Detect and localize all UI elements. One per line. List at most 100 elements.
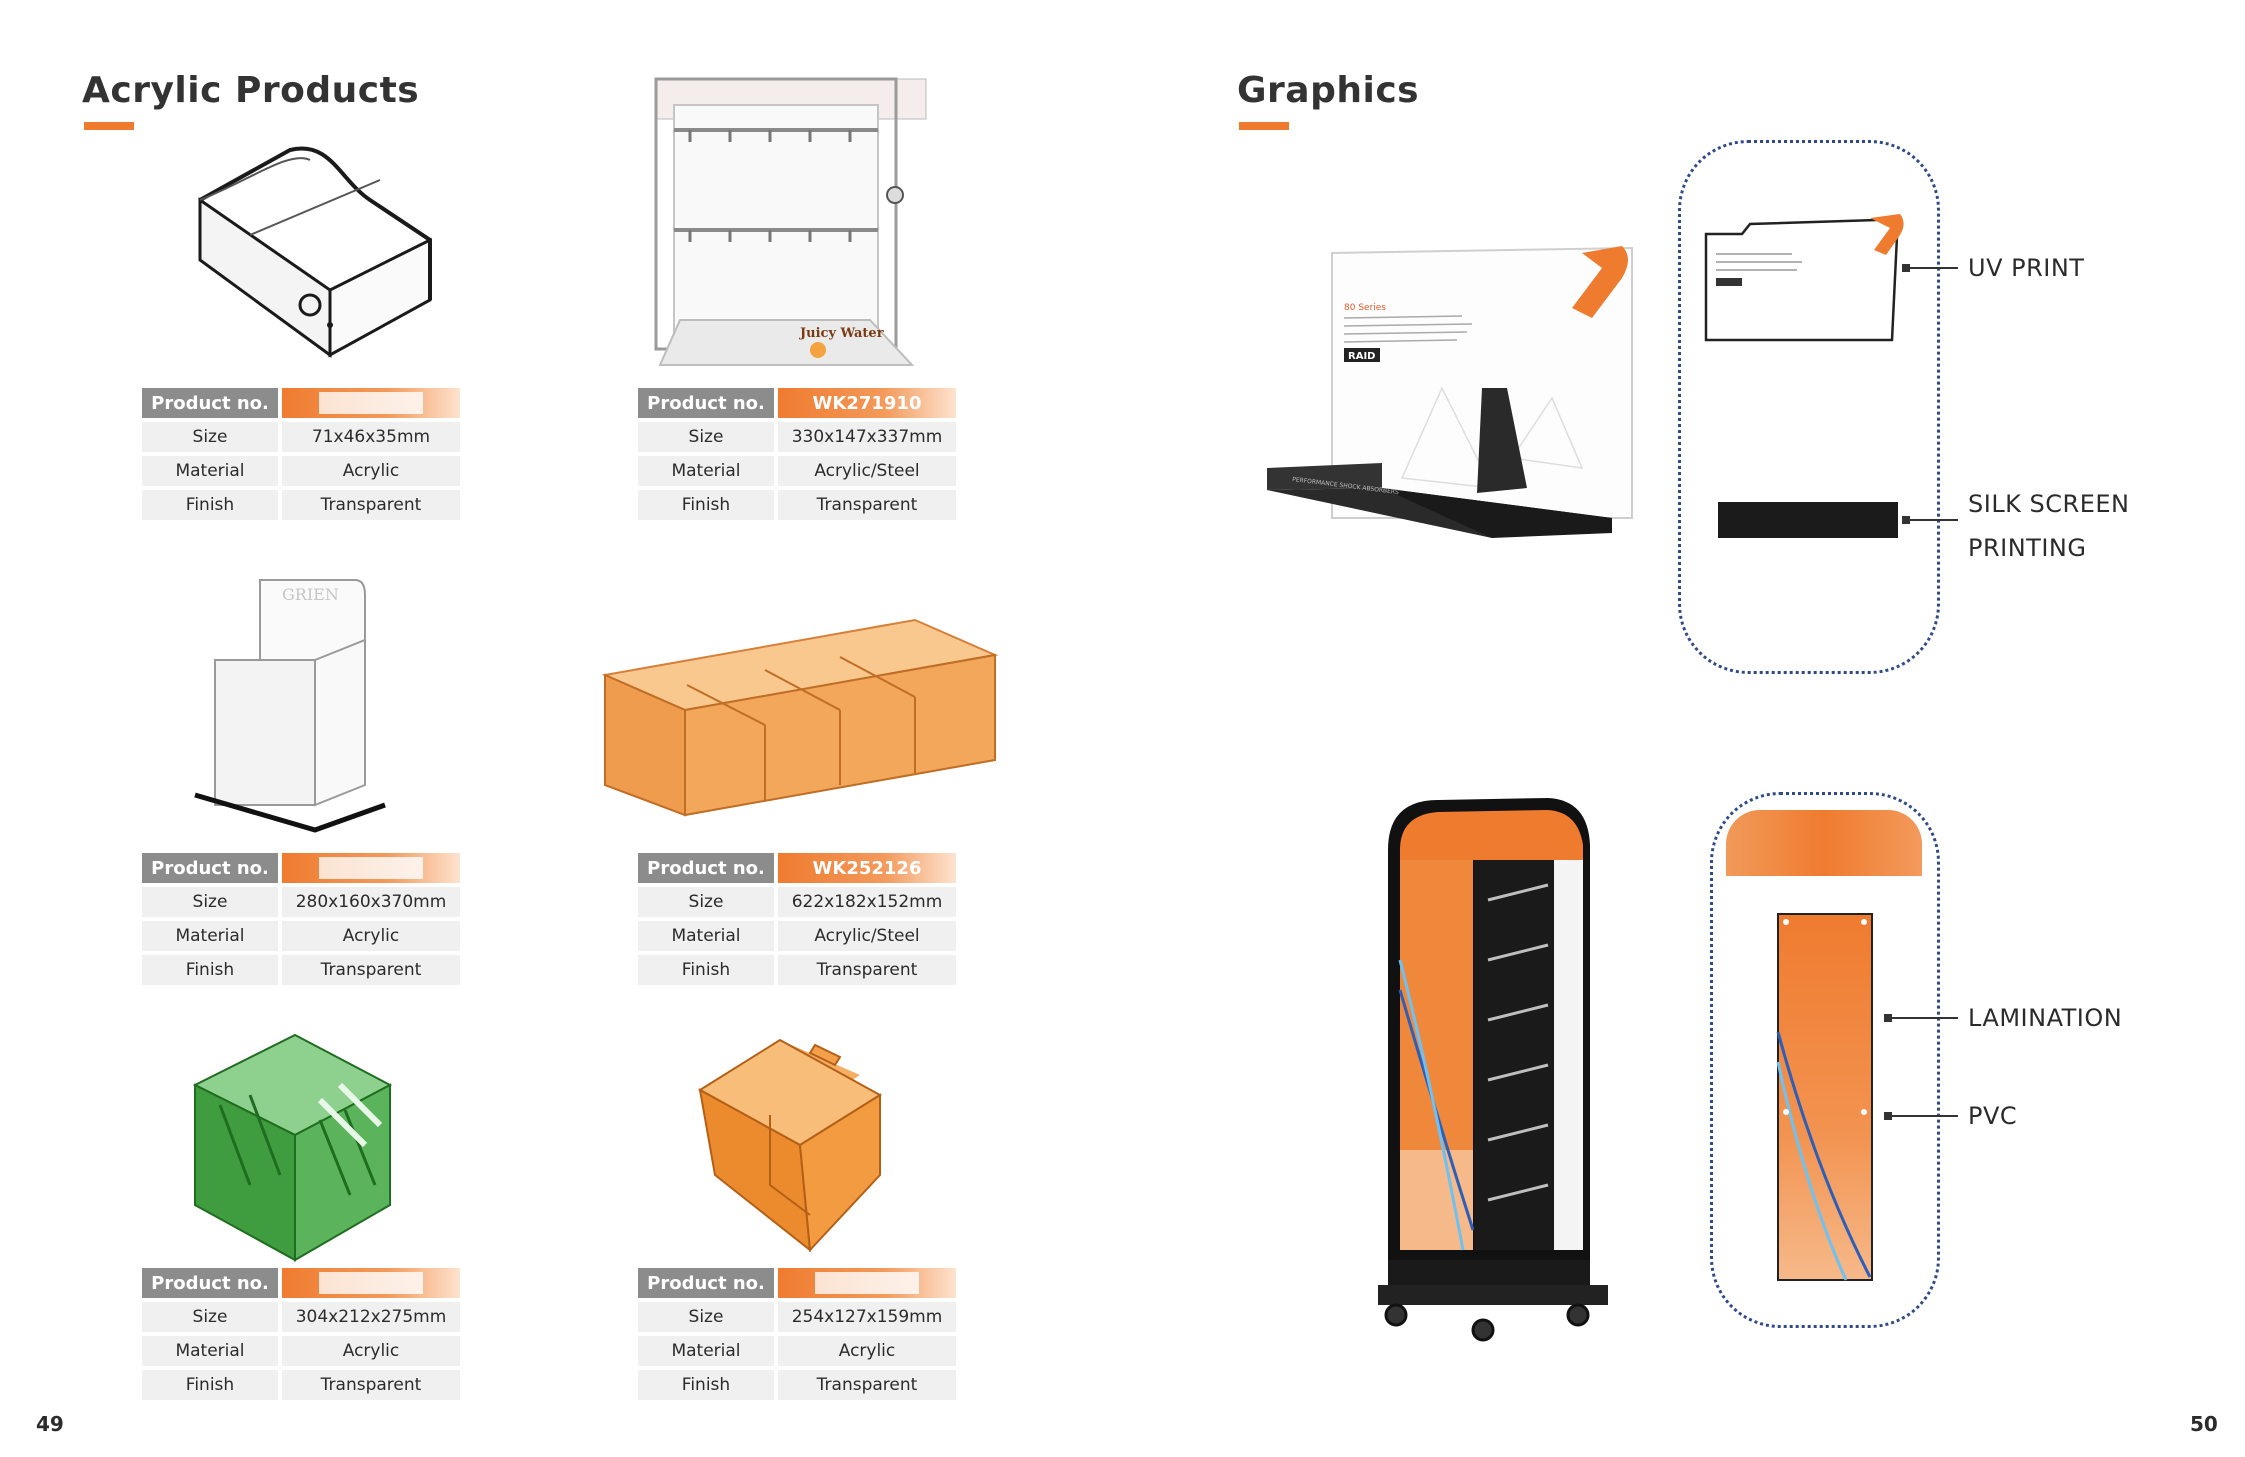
spec-label-finish: Finish — [638, 955, 774, 985]
spec-value-product-no — [778, 1268, 956, 1298]
spec-row-material: Material Acrylic/Steel — [638, 456, 956, 486]
spec-row-finish: Finish Transparent — [638, 1370, 956, 1400]
spec-label-product-no: Product no. — [638, 388, 774, 418]
spec-value-size: 254x127x159mm — [778, 1302, 956, 1332]
spec-label-material: Material — [638, 456, 774, 486]
spec-value-material: Acrylic — [282, 921, 460, 951]
spec-label-size: Size — [638, 887, 774, 917]
acrylic-products-title: Acrylic Products — [82, 70, 420, 111]
holder-brand-text: GRIEN — [282, 585, 339, 604]
spec-value-product-no — [282, 388, 460, 418]
spec-value-finish: Transparent — [282, 490, 460, 520]
green-acrylic-organizer-image — [192, 1033, 393, 1262]
spec-value-material: Acrylic/Steel — [778, 921, 956, 951]
spec-label-finish: Finish — [638, 1370, 774, 1400]
spec-label-product-no: Product no. — [142, 853, 278, 883]
print-methods-dotted-frame — [1678, 140, 1940, 674]
spec-row-size: Size 304x212x275mm — [142, 1302, 460, 1332]
spec-row-product-no: Product no. — [142, 1268, 460, 1298]
spec-value-size: 280x160x370mm — [282, 887, 460, 917]
pvc-callout-line — [1888, 1115, 1958, 1117]
silk-screen-strip-image — [1718, 502, 1898, 538]
spec-label-material: Material — [142, 456, 278, 486]
orange-compartment-tray-image — [601, 618, 999, 817]
spec-value-size: 330x147x337mm — [778, 422, 956, 452]
spec-label-size: Size — [142, 422, 278, 452]
silk-screen-label-line1: SILK SCREEN — [1968, 490, 2130, 518]
laminated-pvc-panel-image — [1776, 913, 1873, 1281]
spec-row-product-no: Product no. — [638, 1268, 956, 1298]
spec-row-size: Size 330x147x337mm — [638, 422, 956, 452]
spec-label-material: Material — [142, 1336, 278, 1366]
spec-value-size: 622x182x152mm — [778, 887, 956, 917]
spec-label-material: Material — [142, 921, 278, 951]
spec-row-size: Size 622x182x152mm — [638, 887, 956, 917]
spec-value-product-no — [282, 1268, 460, 1298]
acrylic-brochure-holder-image: GRIEN — [194, 579, 386, 833]
spec-label-size: Size — [142, 1302, 278, 1332]
graphics-title-underline — [1239, 122, 1289, 130]
uv-print-panel-image — [1704, 214, 1904, 342]
uv-print-label: UV PRINT — [1968, 254, 2085, 282]
spec-label-product-no: Product no. — [142, 1268, 278, 1298]
spec-row-material: Material Acrylic/Steel — [638, 921, 956, 951]
spec-value-finish: Transparent — [778, 1370, 956, 1400]
spec-value-finish: Transparent — [282, 1370, 460, 1400]
spec-row-finish: Finish Transparent — [142, 955, 460, 985]
spec-value-finish: Transparent — [778, 490, 956, 520]
floor-spinner-display-image — [1378, 798, 1608, 1342]
spec-row-product-no: Product no. — [142, 853, 460, 883]
lamination-callout-line — [1888, 1017, 1958, 1019]
spec-row-material: Material Acrylic — [638, 1336, 956, 1366]
juicy-water-logo: Juicy Water — [799, 326, 884, 341]
spec-row-product-no: Product no. — [142, 388, 460, 418]
spec-row-finish: Finish Transparent — [638, 955, 956, 985]
raid-logo: RAID — [1348, 351, 1375, 362]
spec-row-material: Material Acrylic — [142, 456, 460, 486]
spec-value-product-no — [282, 853, 460, 883]
page-number-left: 49 — [36, 1412, 64, 1436]
spec-value-finish: Transparent — [282, 955, 460, 985]
spec-label-finish: Finish — [638, 490, 774, 520]
page-number-right: 50 — [2190, 1412, 2218, 1436]
spec-label-size: Size — [638, 1302, 774, 1332]
pvc-label: PVC — [1968, 1102, 2018, 1130]
blank-product-no-chip — [815, 1272, 919, 1294]
spec-row-size: Size 280x160x370mm — [142, 887, 460, 917]
acrylic-title-underline — [84, 122, 134, 130]
spec-table-1: Product no. Size 71x46x35mm Material Acr… — [142, 388, 460, 524]
graphics-title: Graphics — [1237, 70, 1420, 111]
spec-row-material: Material Acrylic — [142, 921, 460, 951]
spec-value-size: 304x212x275mm — [282, 1302, 460, 1332]
spec-row-finish: Finish Transparent — [142, 1370, 460, 1400]
spec-label-size: Size — [142, 887, 278, 917]
spec-row-product-no: Product no. WK252126 — [638, 853, 956, 883]
spec-value-size: 71x46x35mm — [282, 422, 460, 452]
spec-row-product-no: Product no. WK271910 — [638, 388, 956, 418]
spec-value-product-no: WK252126 — [778, 853, 956, 883]
spec-label-product-no: Product no. — [638, 1268, 774, 1298]
spec-label-material: Material — [638, 921, 774, 951]
acrylic-steel-cabinet-image: Juicy Water — [654, 77, 927, 366]
spec-table-4: Product no. WK252126 Size 622x182x152mm … — [638, 853, 956, 989]
spec-label-product-no: Product no. — [638, 853, 774, 883]
series-label-text: 80 Series — [1344, 303, 1386, 313]
spec-row-finish: Finish Transparent — [142, 490, 460, 520]
spec-value-material: Acrylic — [282, 456, 460, 486]
spec-row-size: Size 254x127x159mm — [638, 1302, 956, 1332]
spec-table-3: Product no. Size 280x160x370mm Material … — [142, 853, 460, 989]
spec-table-6: Product no. Size 254x127x159mm Material … — [638, 1268, 956, 1404]
spec-table-5: Product no. Size 304x212x275mm Material … — [142, 1268, 460, 1404]
blank-product-no-chip — [319, 392, 423, 414]
silk-screen-label-line2: PRINTING — [1968, 534, 2087, 562]
spec-value-product-no: WK271910 — [778, 388, 956, 418]
blank-product-no-chip — [319, 857, 423, 879]
orange-acrylic-box-image — [698, 1038, 882, 1253]
spec-label-finish: Finish — [142, 955, 278, 985]
spec-table-2: Product no. WK271910 Size 330x147x337mm … — [638, 388, 956, 524]
spec-value-material: Acrylic — [282, 1336, 460, 1366]
spec-row-size: Size 71x46x35mm — [142, 422, 460, 452]
spec-value-material: Acrylic — [778, 1336, 956, 1366]
spec-value-finish: Transparent — [778, 955, 956, 985]
spec-label-size: Size — [638, 422, 774, 452]
